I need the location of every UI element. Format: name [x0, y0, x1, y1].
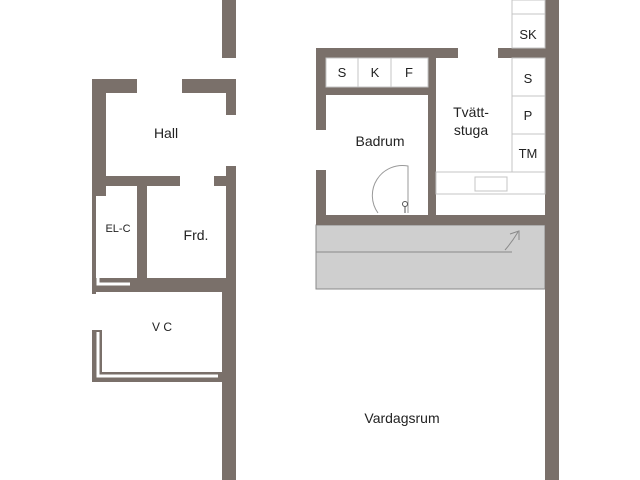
wall — [316, 170, 326, 225]
fixture-cell — [511, 13, 546, 49]
wall — [92, 186, 106, 196]
wall — [545, 0, 559, 480]
room-label-tvattstuga: Tvätt- — [453, 104, 489, 120]
room-label-vc: V C — [152, 320, 172, 334]
stair-arrow — [504, 230, 520, 251]
fixture-label-k: K — [371, 65, 380, 80]
fixture-cell — [390, 57, 429, 88]
room-label-frd: Frd. — [184, 227, 209, 243]
wall — [326, 87, 432, 95]
bath-outline — [96, 332, 218, 378]
room-label-hall: Hall — [154, 125, 178, 141]
room-label-tvattstuga: stuga — [454, 122, 488, 138]
fixture-label-tm: TM — [519, 146, 538, 161]
wall — [182, 79, 236, 93]
wall — [222, 0, 236, 58]
fixture-label-f: F — [405, 65, 413, 80]
wall — [106, 176, 180, 186]
wall — [214, 176, 236, 186]
wall — [92, 278, 236, 292]
wall — [428, 48, 436, 225]
floor-drain — [402, 201, 408, 207]
wall — [92, 186, 96, 294]
room-label-badrum: Badrum — [355, 133, 404, 149]
room-label-vardagsrum: Vardagsrum — [364, 410, 439, 426]
wall — [137, 186, 147, 292]
fixture-label-s: S — [338, 65, 347, 80]
wall — [498, 48, 545, 58]
door-swing — [371, 164, 409, 214]
wall — [316, 48, 458, 58]
stair-area — [315, 224, 546, 290]
fixture-label-s: S — [524, 71, 533, 86]
shower-outline — [96, 238, 130, 286]
wall — [92, 79, 106, 196]
wall — [316, 215, 545, 225]
room-label-el-c: EL-C — [105, 223, 130, 235]
counter — [435, 171, 546, 195]
wall — [316, 48, 326, 130]
fixture-label-sk: SK — [519, 27, 537, 42]
fixture-cell — [511, 0, 546, 15]
sink — [474, 176, 508, 192]
wall — [226, 79, 236, 115]
wall — [222, 292, 236, 480]
fixture-label-p: P — [524, 108, 533, 123]
